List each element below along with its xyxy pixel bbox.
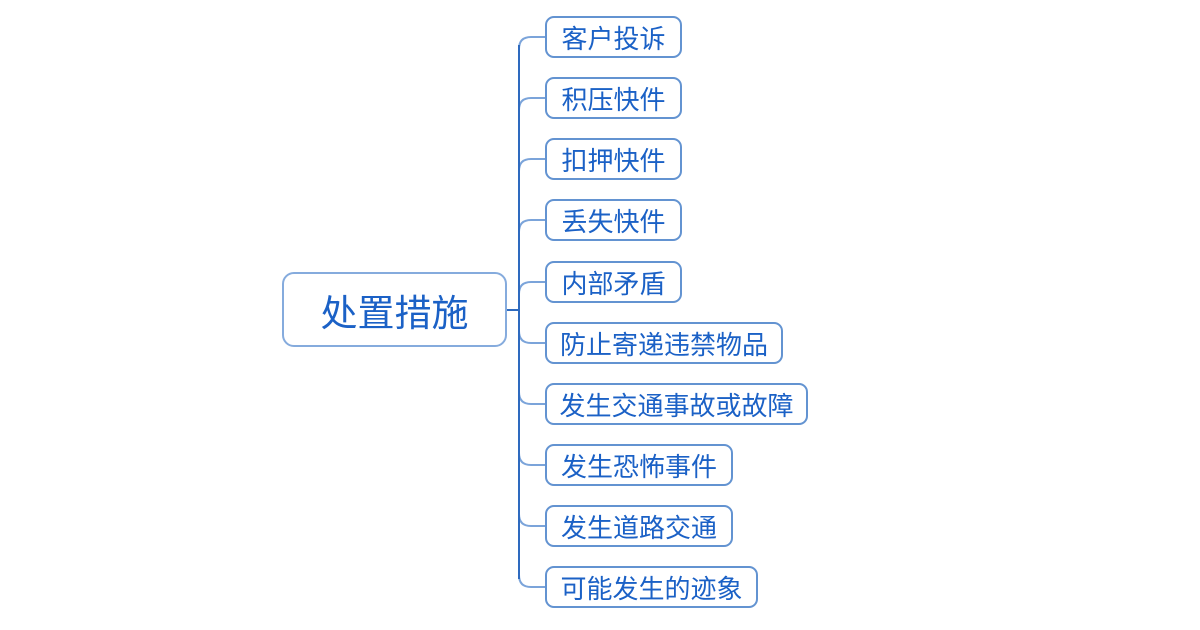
branch-line-2 bbox=[518, 158, 545, 172]
branch-line-9 bbox=[518, 574, 545, 588]
child-node-road-traffic[interactable]: 发生道路交通 bbox=[545, 505, 733, 547]
branch-line-6 bbox=[518, 391, 545, 405]
child-node-terrorist-incident[interactable]: 发生恐怖事件 bbox=[545, 444, 733, 486]
root-node-label: 处置措施 bbox=[320, 293, 469, 335]
child-node-label: 发生道路交通 bbox=[560, 513, 717, 543]
child-node-detained-parcels[interactable]: 扣押快件 bbox=[545, 138, 682, 180]
branch-line-3 bbox=[518, 219, 545, 233]
branch-line-5 bbox=[518, 330, 545, 344]
child-node-internal-conflicts[interactable]: 内部矛盾 bbox=[545, 261, 682, 303]
child-node-label: 积压快件 bbox=[561, 85, 666, 115]
child-node-label: 丢失快件 bbox=[561, 207, 666, 237]
child-node-label: 客户投诉 bbox=[561, 24, 666, 54]
child-node-label: 可能发生的迹象 bbox=[560, 574, 743, 604]
child-node-label: 防止寄递违禁物品 bbox=[559, 330, 768, 360]
branch-line-1 bbox=[518, 97, 545, 111]
child-node-backlogged-parcels[interactable]: 积压快件 bbox=[545, 77, 682, 119]
branch-line-0 bbox=[518, 36, 545, 50]
branch-line-8 bbox=[518, 513, 545, 527]
child-node-label: 内部矛盾 bbox=[561, 269, 666, 299]
branch-line-4 bbox=[518, 281, 545, 295]
branch-line-7 bbox=[518, 452, 545, 466]
child-node-traffic-accident-or-breakdown[interactable]: 发生交通事故或故障 bbox=[545, 383, 808, 425]
child-node-lost-parcels[interactable]: 丢失快件 bbox=[545, 199, 682, 241]
child-node-label: 发生交通事故或故障 bbox=[559, 391, 794, 421]
child-node-customer-complaints[interactable]: 客户投诉 bbox=[545, 16, 682, 58]
root-node[interactable]: 处置措施 bbox=[282, 272, 507, 347]
child-node-possible-signs[interactable]: 可能发生的迹象 bbox=[545, 566, 758, 608]
child-node-label: 发生恐怖事件 bbox=[560, 452, 717, 482]
child-node-label: 扣押快件 bbox=[561, 146, 666, 176]
child-node-prevent-prohibited-items[interactable]: 防止寄递违禁物品 bbox=[545, 322, 783, 364]
